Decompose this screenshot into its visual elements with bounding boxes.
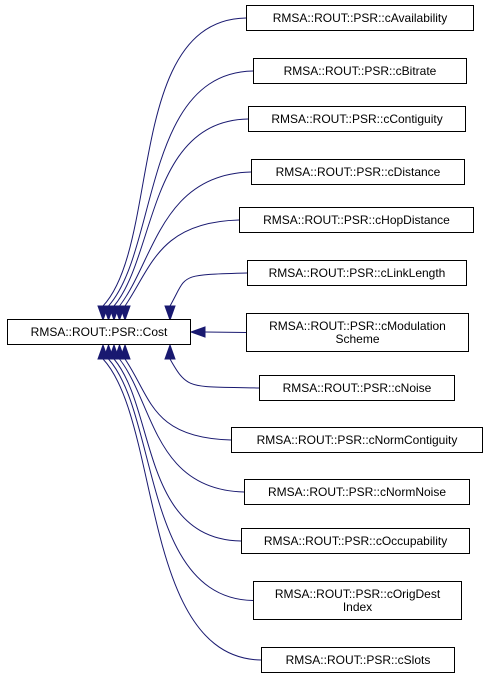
class-node-cnormcontiguity[interactable]: RMSA::ROUT::PSR::cNormContiguity	[231, 427, 483, 453]
class-node-ccontiguity[interactable]: RMSA::ROUT::PSR::cContiguity	[248, 106, 466, 132]
class-node-cavailability[interactable]: RMSA::ROUT::PSR::cAvailability	[246, 5, 474, 31]
class-label-corigdestindex-line-2: Index	[343, 600, 372, 614]
class-box-chopdistance	[239, 207, 474, 233]
class-label-cbitrate: RMSA::ROUT::PSR::cBitrate	[284, 64, 437, 78]
arrowhead-clinklength	[164, 305, 176, 322]
edge-coccupability-to-cost	[113, 358, 242, 542]
edge-cnormcontiguity-to-cost	[124, 358, 232, 441]
class-node-cdistance[interactable]: RMSA::ROUT::PSR::cDistance	[251, 159, 465, 185]
class-label-cmodulationscheme-line-1: RMSA::ROUT::PSR::cModulation	[269, 319, 446, 333]
arrowhead-cslots	[97, 343, 109, 360]
class-label-ccontiguity: RMSA::ROUT::PSR::cContiguity	[271, 112, 442, 126]
edge-cdistance-to-cost	[119, 171, 252, 307]
class-box-cbitrate	[253, 58, 467, 84]
class-box-cnormnoise	[244, 479, 470, 505]
class-label-clinklength: RMSA::ROUT::PSR::cLinkLength	[269, 266, 446, 280]
arrowhead-chopdistance	[119, 305, 131, 322]
class-node-cnormnoise[interactable]: RMSA::ROUT::PSR::cNormNoise	[244, 479, 470, 505]
class-box-cavailability	[246, 5, 474, 31]
class-node-cost[interactable]: RMSA::ROUT::PSR::Cost	[7, 319, 191, 345]
edge-cslots-to-cost	[102, 358, 262, 661]
class-label-corigdestindex-line-1: RMSA::ROUT::PSR::cOrigDest	[275, 587, 441, 601]
class-box-cdistance	[251, 159, 465, 185]
class-node-cslots[interactable]: RMSA::ROUT::PSR::cSlots	[261, 647, 455, 673]
class-box-coccupability	[241, 528, 470, 554]
class-box-ccontiguity	[248, 106, 466, 132]
edge-cmodulationscheme-to-cost	[204, 331, 247, 333]
class-node-cnoise[interactable]: RMSA::ROUT::PSR::cNoise	[259, 375, 455, 401]
inheritance-edges	[97, 17, 262, 661]
class-node-coccupability[interactable]: RMSA::ROUT::PSR::cOccupability	[241, 528, 470, 554]
class-box-cslots	[261, 647, 455, 673]
class-box-corigdestindex	[253, 581, 462, 620]
class-box-clinklength	[247, 260, 467, 286]
class-node-clinklength[interactable]: RMSA::ROUT::PSR::cLinkLength	[247, 260, 467, 286]
class-node-cbitrate[interactable]: RMSA::ROUT::PSR::cBitrate	[253, 58, 467, 84]
class-label-coccupability: RMSA::ROUT::PSR::cOccupability	[264, 534, 447, 548]
class-label-cost: RMSA::ROUT::PSR::Cost	[31, 325, 168, 339]
class-label-cnoise: RMSA::ROUT::PSR::cNoise	[283, 381, 432, 395]
arrowhead-cnoise	[164, 343, 176, 360]
edge-cnormnoise-to-cost	[119, 358, 245, 493]
class-label-cdistance: RMSA::ROUT::PSR::cDistance	[276, 165, 441, 179]
class-box-cmodulationscheme	[246, 313, 469, 352]
edge-cbitrate-to-cost	[108, 70, 254, 307]
class-box-cnormcontiguity	[231, 427, 483, 453]
class-nodes: RMSA::ROUT::PSR::Cost RMSA::ROUT::PSR::cA…	[7, 5, 483, 673]
class-label-cnormcontiguity: RMSA::ROUT::PSR::cNormContiguity	[257, 433, 458, 447]
edge-corigdestindex-to-cost	[108, 358, 254, 601]
edge-chopdistance-to-cost	[124, 219, 240, 307]
class-box-cost	[7, 319, 191, 345]
class-label-cslots: RMSA::ROUT::PSR::cSlots	[286, 653, 431, 667]
class-box-cnoise	[259, 375, 455, 401]
class-label-cavailability: RMSA::ROUT::PSR::cAvailability	[273, 11, 448, 25]
class-label-cmodulationscheme-line-2: Scheme	[335, 332, 379, 346]
class-label-cnormnoise: RMSA::ROUT::PSR::cNormNoise	[268, 485, 446, 499]
arrowhead-cmodulationscheme	[189, 326, 206, 338]
edge-ccontiguity-to-cost	[113, 118, 249, 307]
edge-cavailability-to-cost	[102, 17, 247, 307]
edge-clinklength-to-cost	[169, 272, 248, 307]
edge-cnoise-to-cost	[169, 358, 260, 389]
class-node-chopdistance[interactable]: RMSA::ROUT::PSR::cHopDistance	[239, 207, 474, 233]
class-label-chopdistance: RMSA::ROUT::PSR::cHopDistance	[263, 213, 450, 227]
